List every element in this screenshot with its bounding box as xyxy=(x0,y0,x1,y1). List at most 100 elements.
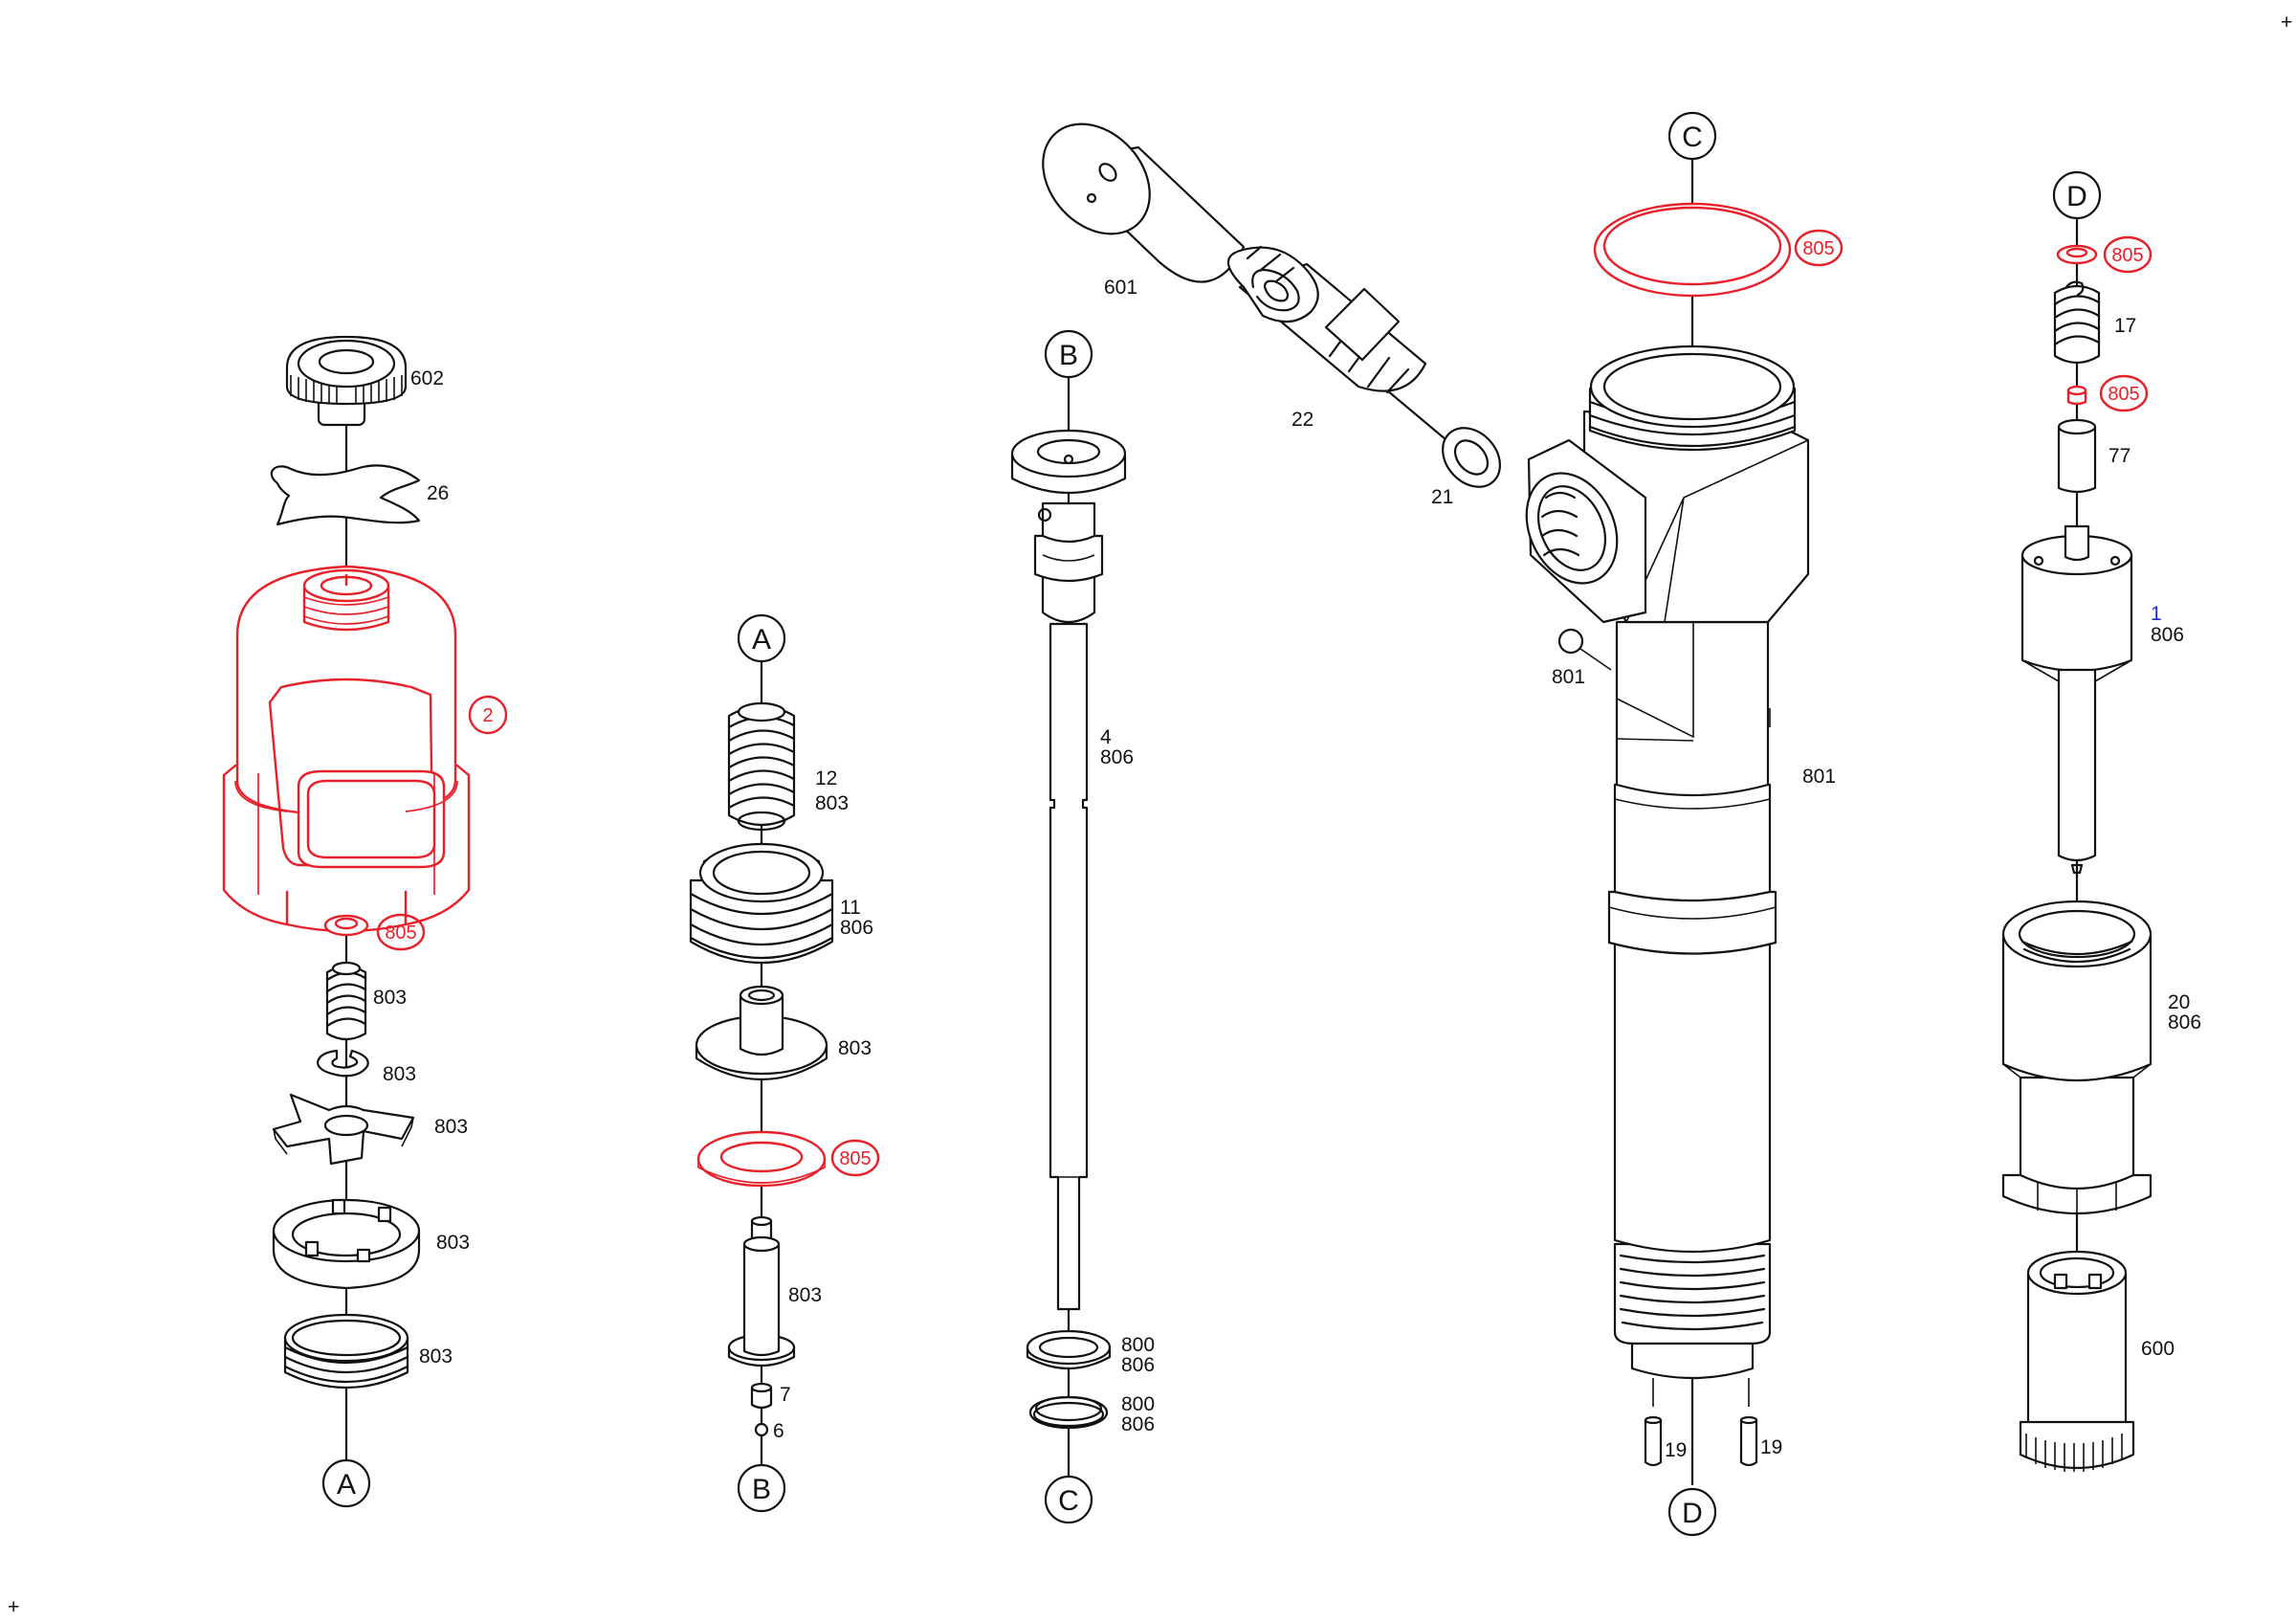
corner-mark-top-right: + xyxy=(2281,11,2292,33)
label-806-c: 806 xyxy=(1121,1354,1155,1376)
label-803-a: 803 xyxy=(373,987,407,1009)
ref-circle-d-bottom: D xyxy=(1667,1487,1717,1537)
label-800-a: 800 xyxy=(1121,1334,1155,1356)
label-4: 4 xyxy=(1100,726,1112,748)
label-803-c: 803 xyxy=(434,1116,468,1138)
part-20-nozzle-nut xyxy=(2001,900,2152,1217)
svg-text:B: B xyxy=(1059,340,1078,371)
label-11: 11 xyxy=(840,897,861,919)
svg-text:805: 805 xyxy=(1802,238,1834,259)
label-19-b: 19 xyxy=(1760,1436,1782,1458)
svg-text:805: 805 xyxy=(2108,384,2139,405)
callout-805-5: 805 xyxy=(2099,374,2149,412)
label-806-d: 806 xyxy=(1121,1413,1155,1435)
part-803-three-arm-disc xyxy=(272,1093,415,1166)
column-3-assembly: B 4 806 800 806 xyxy=(1010,329,1155,1524)
part-801-marker-ball xyxy=(1557,628,1584,655)
part-803-flanged-sleeve xyxy=(695,985,828,1080)
label-801-a: 801 xyxy=(1552,666,1585,688)
part-11-threaded-nut xyxy=(689,842,834,964)
label-602: 602 xyxy=(410,367,444,389)
label-7: 7 xyxy=(780,1384,791,1406)
part-805-washer-1 xyxy=(323,914,369,937)
label-17: 17 xyxy=(2114,315,2136,337)
part-803-valve-piece xyxy=(727,1215,796,1367)
part-602-knurled-cap xyxy=(285,335,408,427)
label-803-b: 803 xyxy=(383,1063,416,1085)
part-77-spacer xyxy=(2057,418,2097,494)
svg-text:2: 2 xyxy=(482,705,493,726)
part-803-spring-1 xyxy=(325,961,367,1041)
label-601: 601 xyxy=(1104,277,1137,299)
ref-circle-b-top: B xyxy=(1044,329,1093,379)
part-805-washer-2 xyxy=(696,1130,827,1188)
inlet-assembly: 601 22 21 xyxy=(1042,122,1501,508)
label-803-f: 803 xyxy=(815,792,849,814)
corner-mark-bottom-left: + xyxy=(8,1596,19,1618)
callout-805-3: 805 xyxy=(1794,229,1843,267)
ref-circle-b-bottom: B xyxy=(737,1463,786,1513)
label-19-a: 19 xyxy=(1665,1439,1687,1461)
part-19-pin-right xyxy=(1739,1378,1758,1467)
column-5-assembly: D 805 17 805 7 xyxy=(2001,170,2201,1472)
label-6: 6 xyxy=(773,1420,784,1442)
label-803-e: 803 xyxy=(419,1345,453,1367)
ref-circle-d-top: D xyxy=(2052,170,2102,220)
part-1-nozzle xyxy=(2020,524,2133,875)
part-805-red-sleeve xyxy=(2066,385,2087,406)
part-6-ball xyxy=(754,1422,769,1437)
label-803-d: 803 xyxy=(436,1232,470,1254)
part-800-ring-1 xyxy=(1026,1329,1112,1370)
part-803-c-clip xyxy=(316,1049,369,1078)
label-20: 20 xyxy=(2168,991,2190,1013)
ref-circle-a-top: A xyxy=(737,613,786,663)
part-805-washer-4 xyxy=(2056,244,2098,265)
ref-circle-a-bottom: A xyxy=(321,1458,371,1508)
callout-805-2: 805 xyxy=(830,1139,880,1177)
label-806-e: 806 xyxy=(2151,624,2184,646)
label-26: 26 xyxy=(427,482,449,504)
part-12-spring xyxy=(727,701,796,832)
part-600-sleeve-tool xyxy=(2019,1250,2135,1472)
part-801-injector-body xyxy=(1525,345,1810,1380)
column-2-assembly: A 12 803 11 806 803 xyxy=(689,613,880,1513)
svg-text:D: D xyxy=(1682,1498,1703,1529)
callout-805-4: 805 xyxy=(2103,235,2152,274)
part-26-wire-clip xyxy=(270,464,421,526)
label-12: 12 xyxy=(815,767,837,789)
part-800-ring-2 xyxy=(1028,1395,1109,1430)
part-19-pin-left xyxy=(1644,1378,1663,1467)
part-805-large-o-ring xyxy=(1593,202,1792,298)
label-806-b: 806 xyxy=(1100,746,1134,768)
svg-text:B: B xyxy=(752,1474,771,1505)
svg-text:A: A xyxy=(337,1469,356,1501)
part-2-housing-highlighted xyxy=(222,565,471,933)
label-1: 1 xyxy=(2151,603,2162,625)
part-803-tab-ring xyxy=(272,1198,421,1290)
column-1-assembly: 602 26 2 xyxy=(222,335,508,1508)
svg-text:805: 805 xyxy=(839,1148,871,1169)
svg-text:A: A xyxy=(752,624,771,656)
ref-circle-c-bottom: C xyxy=(1044,1475,1093,1524)
label-77: 77 xyxy=(2108,445,2130,467)
part-22-fitting xyxy=(1226,245,1427,394)
label-806-f: 806 xyxy=(2168,1012,2201,1034)
part-803-threaded-ring xyxy=(283,1313,409,1390)
label-806-a: 806 xyxy=(840,917,873,939)
svg-text:805: 805 xyxy=(385,923,416,944)
label-803-g: 803 xyxy=(838,1037,872,1059)
part-17-spring xyxy=(2053,280,2101,365)
label-600: 600 xyxy=(2141,1338,2175,1360)
callout-805-1: 805 xyxy=(376,913,426,951)
label-803-h: 803 xyxy=(788,1284,822,1306)
part-601-cap xyxy=(1042,122,1246,283)
ref-circle-c-top: C xyxy=(1667,111,1717,161)
part-7-small-cylinder xyxy=(750,1382,773,1410)
part-21-washer xyxy=(1442,427,1501,488)
svg-text:D: D xyxy=(2066,181,2087,212)
svg-text:C: C xyxy=(1058,1485,1079,1517)
part-4-valve-rod xyxy=(1010,429,1127,1311)
column-4-assembly: C 805 xyxy=(1525,111,1843,1537)
label-21: 21 xyxy=(1431,486,1453,508)
